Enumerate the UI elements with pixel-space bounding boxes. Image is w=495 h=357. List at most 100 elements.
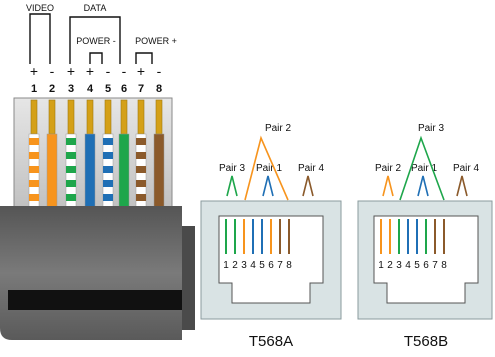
jack-pin-number: 3 [241,260,247,271]
wire-stripe [136,166,146,173]
polarity-mark: - [106,63,111,79]
t568a-wires [225,219,290,254]
pair-arrow [399,135,445,201]
plug-boot-step [182,226,195,330]
polarity-mark: + [137,63,145,79]
plug-pin-number: 6 [121,83,127,95]
plug-pin-number: 1 [31,83,37,95]
jack-pin-number: 1 [378,260,384,271]
jack-pin-number: 5 [414,260,420,271]
wire-stripe [136,138,146,145]
t568a-pair-right-label: Pair 4 [298,163,325,174]
wire-stripe [103,138,113,145]
t568b-caption: T568B [404,333,448,350]
plug-contacts [30,99,163,135]
wire-stripe [136,180,146,187]
plug-black-band [8,290,182,310]
wire-stripe [29,166,39,173]
gold-contact [86,99,94,135]
gold-contact [137,99,145,135]
plug-wire [153,133,165,217]
wire-stripe [66,152,76,159]
plug-pin-number: 4 [87,83,94,95]
wire-stripe [103,180,113,187]
jack-pin-number: 2 [387,260,393,271]
t568b-pair-arrows [382,135,468,201]
t568b-pair-left-label: Pair 2 [375,163,402,174]
t568a-pair-arrows [226,135,314,201]
polarity-mark: - [157,63,162,79]
t568a-caption: T568A [249,333,293,350]
polarity-mark: - [50,63,55,79]
gold-contact [155,99,163,135]
t568b-pair-middle-label: Pair 1 [411,163,438,174]
video-label: VIDEO [26,3,54,13]
plug-wire [118,133,130,217]
wire-stripe [103,152,113,159]
plug-wire [28,133,40,217]
power-pos-bracket [135,52,153,64]
wire-stripe [29,138,39,145]
polarity-mark: - [122,63,127,79]
pair-arrow [417,175,429,197]
power-neg-bracket [89,52,103,64]
plug-wire [135,133,147,217]
plug-pin-number: 3 [68,83,74,95]
jack-pin-number: 2 [232,260,238,271]
group-brackets [29,13,153,64]
wire-stripe [136,152,146,159]
gold-contact [120,99,128,135]
jack-pin-number: 7 [277,260,283,271]
jack-pin-number: 6 [423,260,429,271]
pair-arrow [262,175,274,197]
plug-pin-number: 8 [156,83,162,95]
jack-pin-number: 4 [250,260,256,271]
plug-wire [65,133,77,217]
wire-stripe [29,194,39,201]
jack-pin-number: 8 [286,260,292,271]
plug-pin-number: 5 [105,83,111,95]
polarity-mark: + [67,63,75,79]
data-bracket [69,16,121,64]
wire-stripe [66,138,76,145]
pair-arrow [226,175,238,197]
polarity-mark: + [30,63,38,79]
plug-wire [102,133,114,217]
wire-stripe [29,152,39,159]
pair-arrow [244,135,289,201]
pair-arrow [302,175,314,197]
video-bracket [29,13,51,64]
pair-arrow [456,175,468,197]
plug-wire [46,133,58,217]
gold-contact [30,99,38,135]
wire-stripe [66,194,76,201]
gold-contact [67,99,75,135]
t568a-pair-top-label: Pair 2 [265,123,292,134]
wire-stripe [66,166,76,173]
wire-stripe [29,180,39,187]
data-label: DATA [84,3,107,13]
jack-pin-number: 7 [432,260,438,271]
wire-stripe [136,194,146,201]
gold-contact [104,99,112,135]
polarity-mark: + [86,63,94,79]
gold-contact [48,99,56,135]
wire-stripe [103,194,113,201]
t568b-wires [380,219,445,254]
t568a-pair-left-label: Pair 3 [219,163,246,174]
plug-pin-number: 2 [49,83,55,95]
plug-wire [84,133,96,217]
jack-pin-number: 1 [223,260,229,271]
t568b-pair-right-label: Pair 4 [453,163,480,174]
t568b-pair-top-label: Pair 3 [418,123,445,134]
plug-boot [0,206,182,340]
jack-pin-number: 5 [259,260,265,271]
jack-pin-number: 4 [405,260,411,271]
plug-pin-number: 7 [138,83,144,95]
